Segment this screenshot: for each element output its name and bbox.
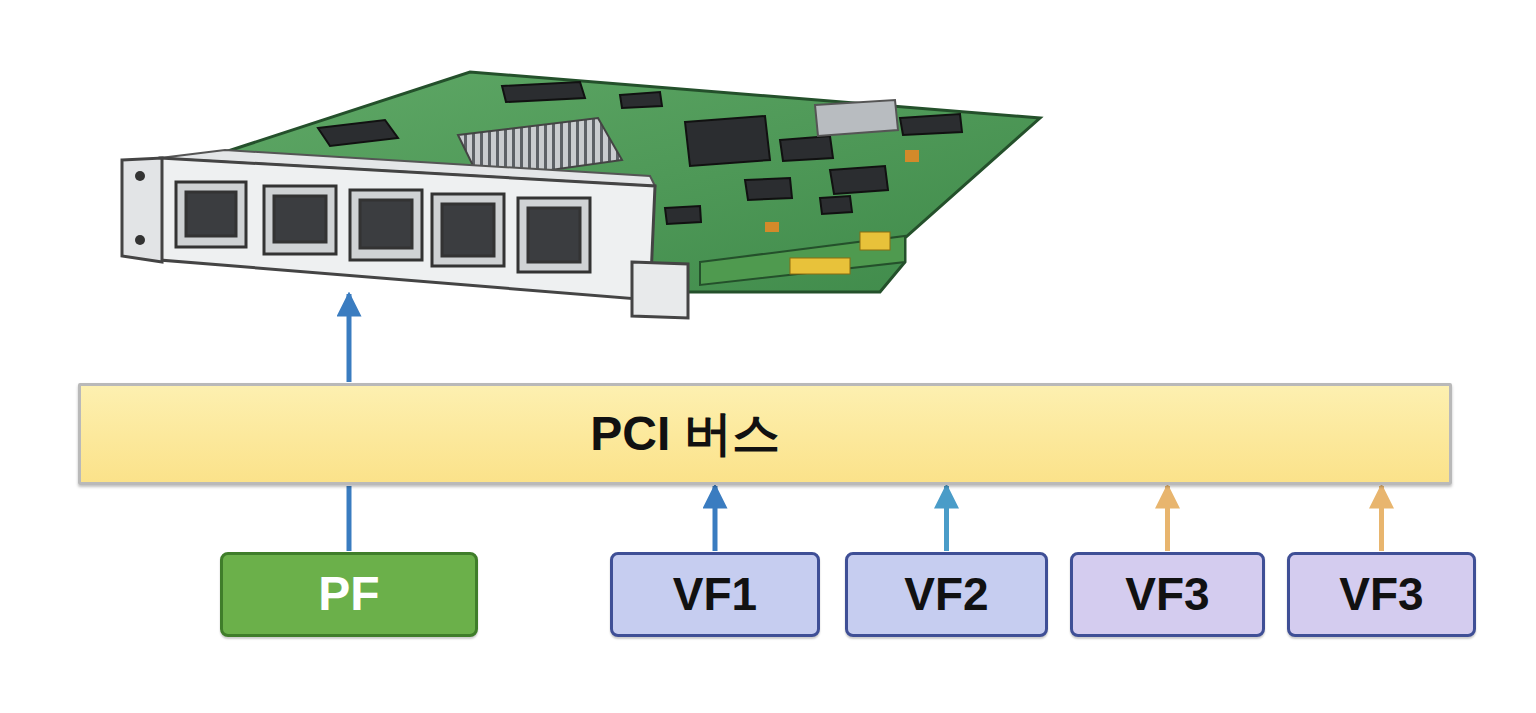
component (905, 150, 919, 162)
faceplate (160, 158, 655, 300)
connector-arrow (1165, 486, 1170, 551)
connector-arrow (944, 486, 949, 551)
function-label: VF3 (1339, 569, 1423, 620)
pf-box: PF (220, 552, 478, 637)
bus-to-card-arrow (347, 294, 352, 382)
bracket-foot (632, 262, 688, 318)
gold-pad (860, 232, 890, 250)
vf-box: VF2 (845, 552, 1048, 637)
vf-box: VF3 (1287, 552, 1476, 637)
chip-silver (815, 100, 898, 136)
function-label: VF2 (904, 569, 988, 620)
bus-label: PCI 버스 (590, 408, 779, 461)
gold-pad (790, 258, 850, 274)
pci-bus-band: PCI 버스 (78, 383, 1452, 485)
vf-box: VF3 (1070, 552, 1265, 637)
function-label: VF1 (673, 569, 757, 620)
function-label: VF3 (1125, 569, 1209, 620)
vf-box: VF1 (610, 552, 820, 637)
ethernet-ports (176, 182, 590, 272)
component (765, 222, 779, 232)
screw-hole (135, 171, 145, 181)
connector-arrow (347, 486, 352, 551)
bracket-tab (122, 158, 162, 262)
screw-hole (135, 235, 145, 245)
connector-arrow (713, 486, 718, 551)
function-label: PF (318, 568, 379, 621)
connector-arrow (1379, 486, 1384, 551)
